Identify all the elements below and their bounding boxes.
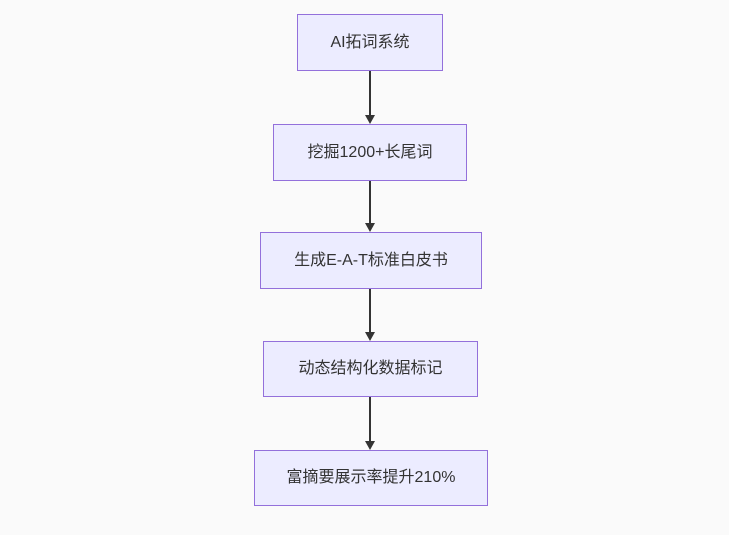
arrow-down-icon — [364, 289, 376, 341]
arrow-shaft — [369, 289, 371, 332]
flow-node-longtail-mining: 挖掘1200+长尾词 — [273, 124, 467, 181]
arrowhead-icon — [365, 223, 375, 232]
flow-node-label: AI拓词系统 — [330, 33, 410, 51]
arrowhead-icon — [365, 441, 375, 450]
flow-node-label: 动态结构化数据标记 — [298, 360, 443, 378]
arrow-shaft — [369, 71, 371, 115]
flow-node-label: 挖掘1200+长尾词 — [307, 143, 433, 161]
flow-node-structured-data-markup: 动态结构化数据标记 — [263, 341, 478, 397]
flow-node-label: 生成E-A-T标准白皮书 — [294, 251, 448, 269]
arrowhead-icon — [365, 115, 375, 124]
flow-node-rich-snippet-rate: 富摘要展示率提升210% — [254, 450, 488, 506]
arrow-down-icon — [364, 71, 376, 124]
arrow-shaft — [369, 181, 371, 223]
arrow-down-icon — [364, 181, 376, 232]
arrow-down-icon — [364, 397, 376, 450]
arrowhead-icon — [365, 332, 375, 341]
arrow-shaft — [369, 397, 371, 441]
flow-node-eat-whitepaper: 生成E-A-T标准白皮书 — [260, 232, 482, 289]
flow-node-ai-word-expansion: AI拓词系统 — [297, 14, 443, 71]
flow-node-label: 富摘要展示率提升210% — [286, 469, 456, 487]
